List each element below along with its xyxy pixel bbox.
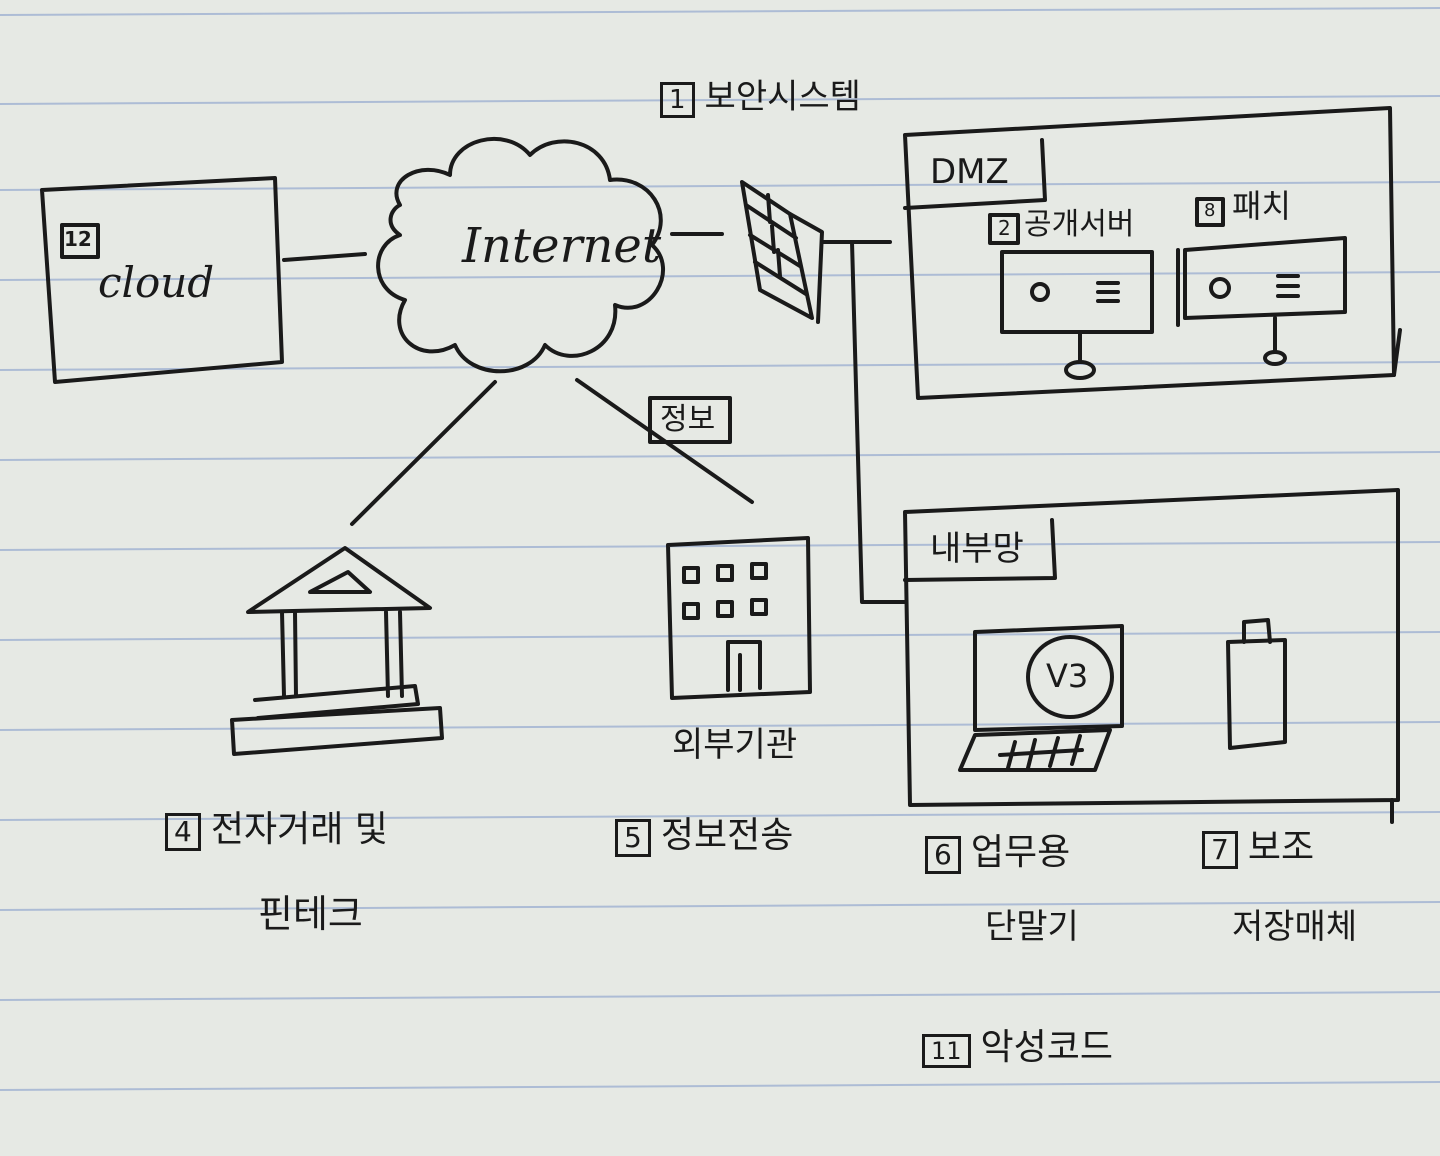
dmz-label: DMZ (930, 152, 1009, 192)
public-server-number: 2 (998, 216, 1011, 240)
internet-cloud-shape (376, 137, 665, 374)
internal-network-label: 내부망 (930, 529, 1024, 569)
malware-number: 11 (922, 1034, 971, 1068)
security-system-number: 1 (660, 82, 695, 118)
patch-number: 8 (1204, 200, 1216, 221)
public-server-icon (1000, 250, 1154, 380)
cloud-label: cloud (98, 258, 215, 307)
info-transfer-number: 5 (615, 819, 651, 857)
cloud-internet-link (282, 252, 367, 262)
cloud-number: 12 (64, 227, 92, 251)
public-server-number-box (988, 213, 1020, 245)
ecommerce-number: 4 (165, 813, 201, 851)
internal-network-tab (903, 518, 1057, 582)
work-terminal-label-line2: 단말기 (985, 907, 1079, 947)
internet-label: Internet (462, 218, 662, 274)
firewall-internal-link (850, 240, 907, 604)
work-laptop-icon (958, 624, 1124, 772)
external-org-building-icon (666, 536, 812, 700)
usb-storage-icon (1226, 618, 1287, 750)
info-tag-label: 정보 (660, 402, 716, 437)
internet-bank-link (350, 380, 497, 526)
public-server-label: 공개서버 (1024, 207, 1135, 242)
work-terminal-number: 6 (925, 836, 961, 874)
aux-storage-number: 7 (1202, 831, 1238, 869)
cloud-number-box (60, 223, 100, 259)
internal-network-box (903, 488, 1400, 807)
dmz-tick (1392, 328, 1402, 377)
external-org-label: 외부기관 (672, 725, 798, 765)
patch-server-icon (1176, 236, 1347, 366)
v3-label: V3 (1046, 657, 1089, 695)
bank-building-icon (230, 546, 444, 756)
cloud-box (40, 176, 284, 384)
info-tag-box (648, 396, 732, 444)
aux-storage-label-line2: 저장매체 (1232, 907, 1358, 947)
patch-number-box (1195, 197, 1225, 227)
patch-label: 패치 (1232, 187, 1291, 225)
firewall-icon (740, 180, 824, 324)
ecommerce-label-line2: 핀테크 (258, 892, 363, 936)
ruled-lines (0, 7, 1440, 1091)
dmz-tab (903, 138, 1047, 210)
